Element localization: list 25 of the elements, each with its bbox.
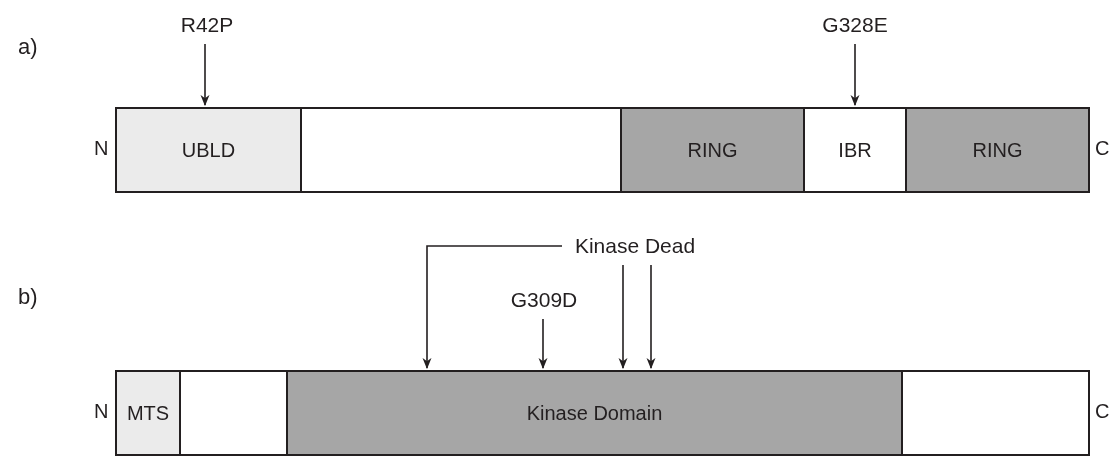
- domain-segment: RING: [620, 107, 805, 193]
- arrow: [422, 245, 563, 370]
- arrow: [618, 264, 628, 370]
- mutation-label: R42P: [170, 12, 244, 38]
- arrow: [200, 43, 210, 107]
- arrow: [538, 318, 548, 370]
- domain-segment: [179, 370, 288, 456]
- terminus-label: N: [94, 138, 109, 158]
- domain-segment: RING: [905, 107, 1090, 193]
- mutation-label: G309D: [503, 287, 585, 313]
- mutation-label: Kinase Dead: [562, 233, 708, 259]
- domain-segment: [300, 107, 622, 193]
- panel-label: b): [18, 286, 38, 308]
- terminus-label: N: [94, 401, 109, 421]
- domain-segment: Kinase Domain: [286, 370, 903, 456]
- domain-segment: UBLD: [115, 107, 302, 193]
- domain-segment: IBR: [803, 107, 907, 193]
- mutation-label: G328E: [818, 12, 892, 38]
- terminus-label: C: [1095, 401, 1110, 421]
- arrow: [646, 264, 656, 370]
- arrow: [850, 43, 860, 107]
- domain-segment: MTS: [115, 370, 181, 456]
- panel-label: a): [18, 36, 38, 58]
- terminus-label: C: [1095, 138, 1110, 158]
- domain-segment: [901, 370, 1090, 456]
